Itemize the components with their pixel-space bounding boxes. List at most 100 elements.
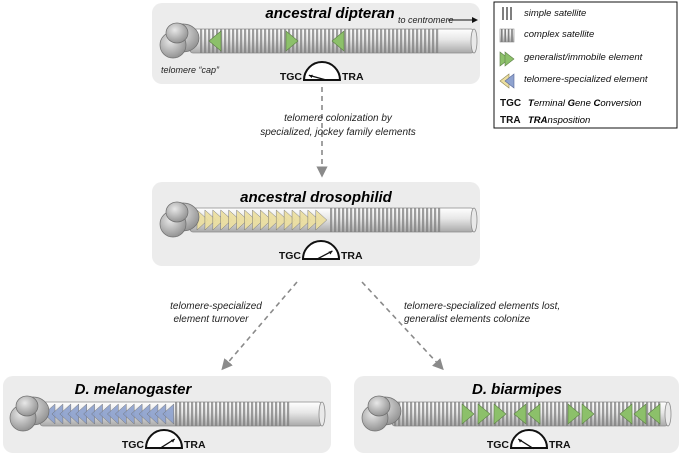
legend-desc-part: C [594,98,601,109]
satellite-repeat [374,208,377,232]
satellite-repeat [195,402,198,426]
satellite-repeat [618,402,621,426]
satellite-repeat [272,29,275,53]
satellite-repeat [402,208,405,232]
panel-title-drosophilid: ancestral drosophilid [240,189,393,206]
legend-swatch-simple [510,7,512,20]
satellite-repeat [348,29,351,53]
satellite-repeat [418,208,421,232]
legend-swatch-simple [502,7,504,20]
satellite-repeat [422,402,425,426]
legend-abbr-tgc: TGC [500,98,521,109]
arrow-turnover [221,281,298,371]
panel-title-melanogaster: D. melanogaster [75,381,193,398]
chromosome-end [664,401,672,427]
gauge-dial [302,61,342,81]
satellite-repeat [410,208,413,232]
generalist-element [619,403,633,425]
satellite-repeat [402,402,405,426]
satellite-repeat [554,402,557,426]
telomere-cap-lobe [165,201,189,223]
satellite-repeat [247,402,250,426]
panel-title-biarmipes: D. biarmipes [472,381,562,398]
satellite-repeat [204,29,207,53]
legend-desc-tra: TRAnsposition [528,115,590,126]
panel-title-dipteran: ancestral dipteran [265,5,394,22]
satellite-repeat [203,402,206,426]
gauge-needle-tip [518,439,523,443]
satellite-repeat [268,29,271,53]
satellite-repeat [248,29,251,53]
legend-label-simple: simple satellite [524,8,586,19]
satellite-repeat [474,402,477,426]
satellite-repeat [450,402,453,426]
satellite-repeat [350,208,353,232]
generalist-element [477,403,491,425]
satellite-repeat [436,29,439,53]
chromosome-end [318,401,326,427]
legend-desc-part: TRA [528,115,548,126]
arrow-label-lost-2: generalist elements colonize [404,314,531,325]
legend-swatch-complex-stripe [507,29,510,42]
satellite-repeat [424,29,427,53]
legend-swatch-simple [506,7,508,20]
satellite-repeat [426,402,429,426]
gauge-label-tra: TRA [549,439,571,451]
arrow-label-turnover-1: telomere-specialized [170,301,262,312]
gauge-needle-tip [328,250,333,255]
gauge-dial [144,429,184,449]
gauge-label-tgc: TGC [279,250,302,262]
satellite-repeat [300,29,303,53]
satellite-repeat [231,402,234,426]
satellite-repeat [211,402,214,426]
satellite-repeat [236,29,239,53]
satellite-repeat [438,402,441,426]
satellite-repeat [594,402,597,426]
gauge-label-tgc: TGC [487,439,510,451]
satellite-repeat [344,29,347,53]
satellite-repeat [284,29,287,53]
satellite-repeat [404,29,407,53]
satellite-repeat [354,208,357,232]
satellite-repeat [219,402,222,426]
legend-desc-part: onversion [600,98,641,109]
satellite-repeat [334,208,337,232]
legend-label-complex: complex satellite [524,29,594,40]
legend-swatch-generalist [504,51,515,67]
satellite-repeat [378,208,381,232]
satellite-repeat [546,402,549,426]
satellite-repeat [454,402,457,426]
legend-swatch-complex-stripe [511,29,513,42]
satellite-repeat [283,402,286,426]
legend-swatch-specialized-blue [504,73,515,89]
satellite-repeat [276,29,279,53]
legend-desc-part: erminal [534,98,568,109]
specialized-element [283,209,296,231]
specialized-element [236,209,248,231]
satellite-repeat [215,402,218,426]
specialized-element [204,209,217,231]
satellite-repeat [602,402,605,426]
satellite-repeat [386,208,389,232]
satellite-repeat [384,29,387,53]
arrow-lost [361,281,444,371]
satellite-repeat [316,29,319,53]
satellite-repeat [356,29,359,53]
legend-desc-part: T [528,98,535,109]
specialized-element [220,209,233,231]
centromere-label: to centromere [398,15,454,25]
generalist-element [331,30,345,52]
generalist-element [285,30,299,52]
generalist-element [567,403,581,425]
legend-desc-tgc: Terminal Gene Conversion [528,98,642,109]
specialized-element [268,209,280,231]
satellite-repeat [308,29,311,53]
satellite-repeat [434,208,437,232]
satellite-repeat [410,402,413,426]
satellite-repeat [232,29,235,53]
specialized-element [162,403,175,425]
satellite-repeat [490,402,493,426]
satellite-repeat [610,402,613,426]
telomere-cap-label: telomere “cap” [161,65,220,75]
satellite-repeat [330,208,333,232]
